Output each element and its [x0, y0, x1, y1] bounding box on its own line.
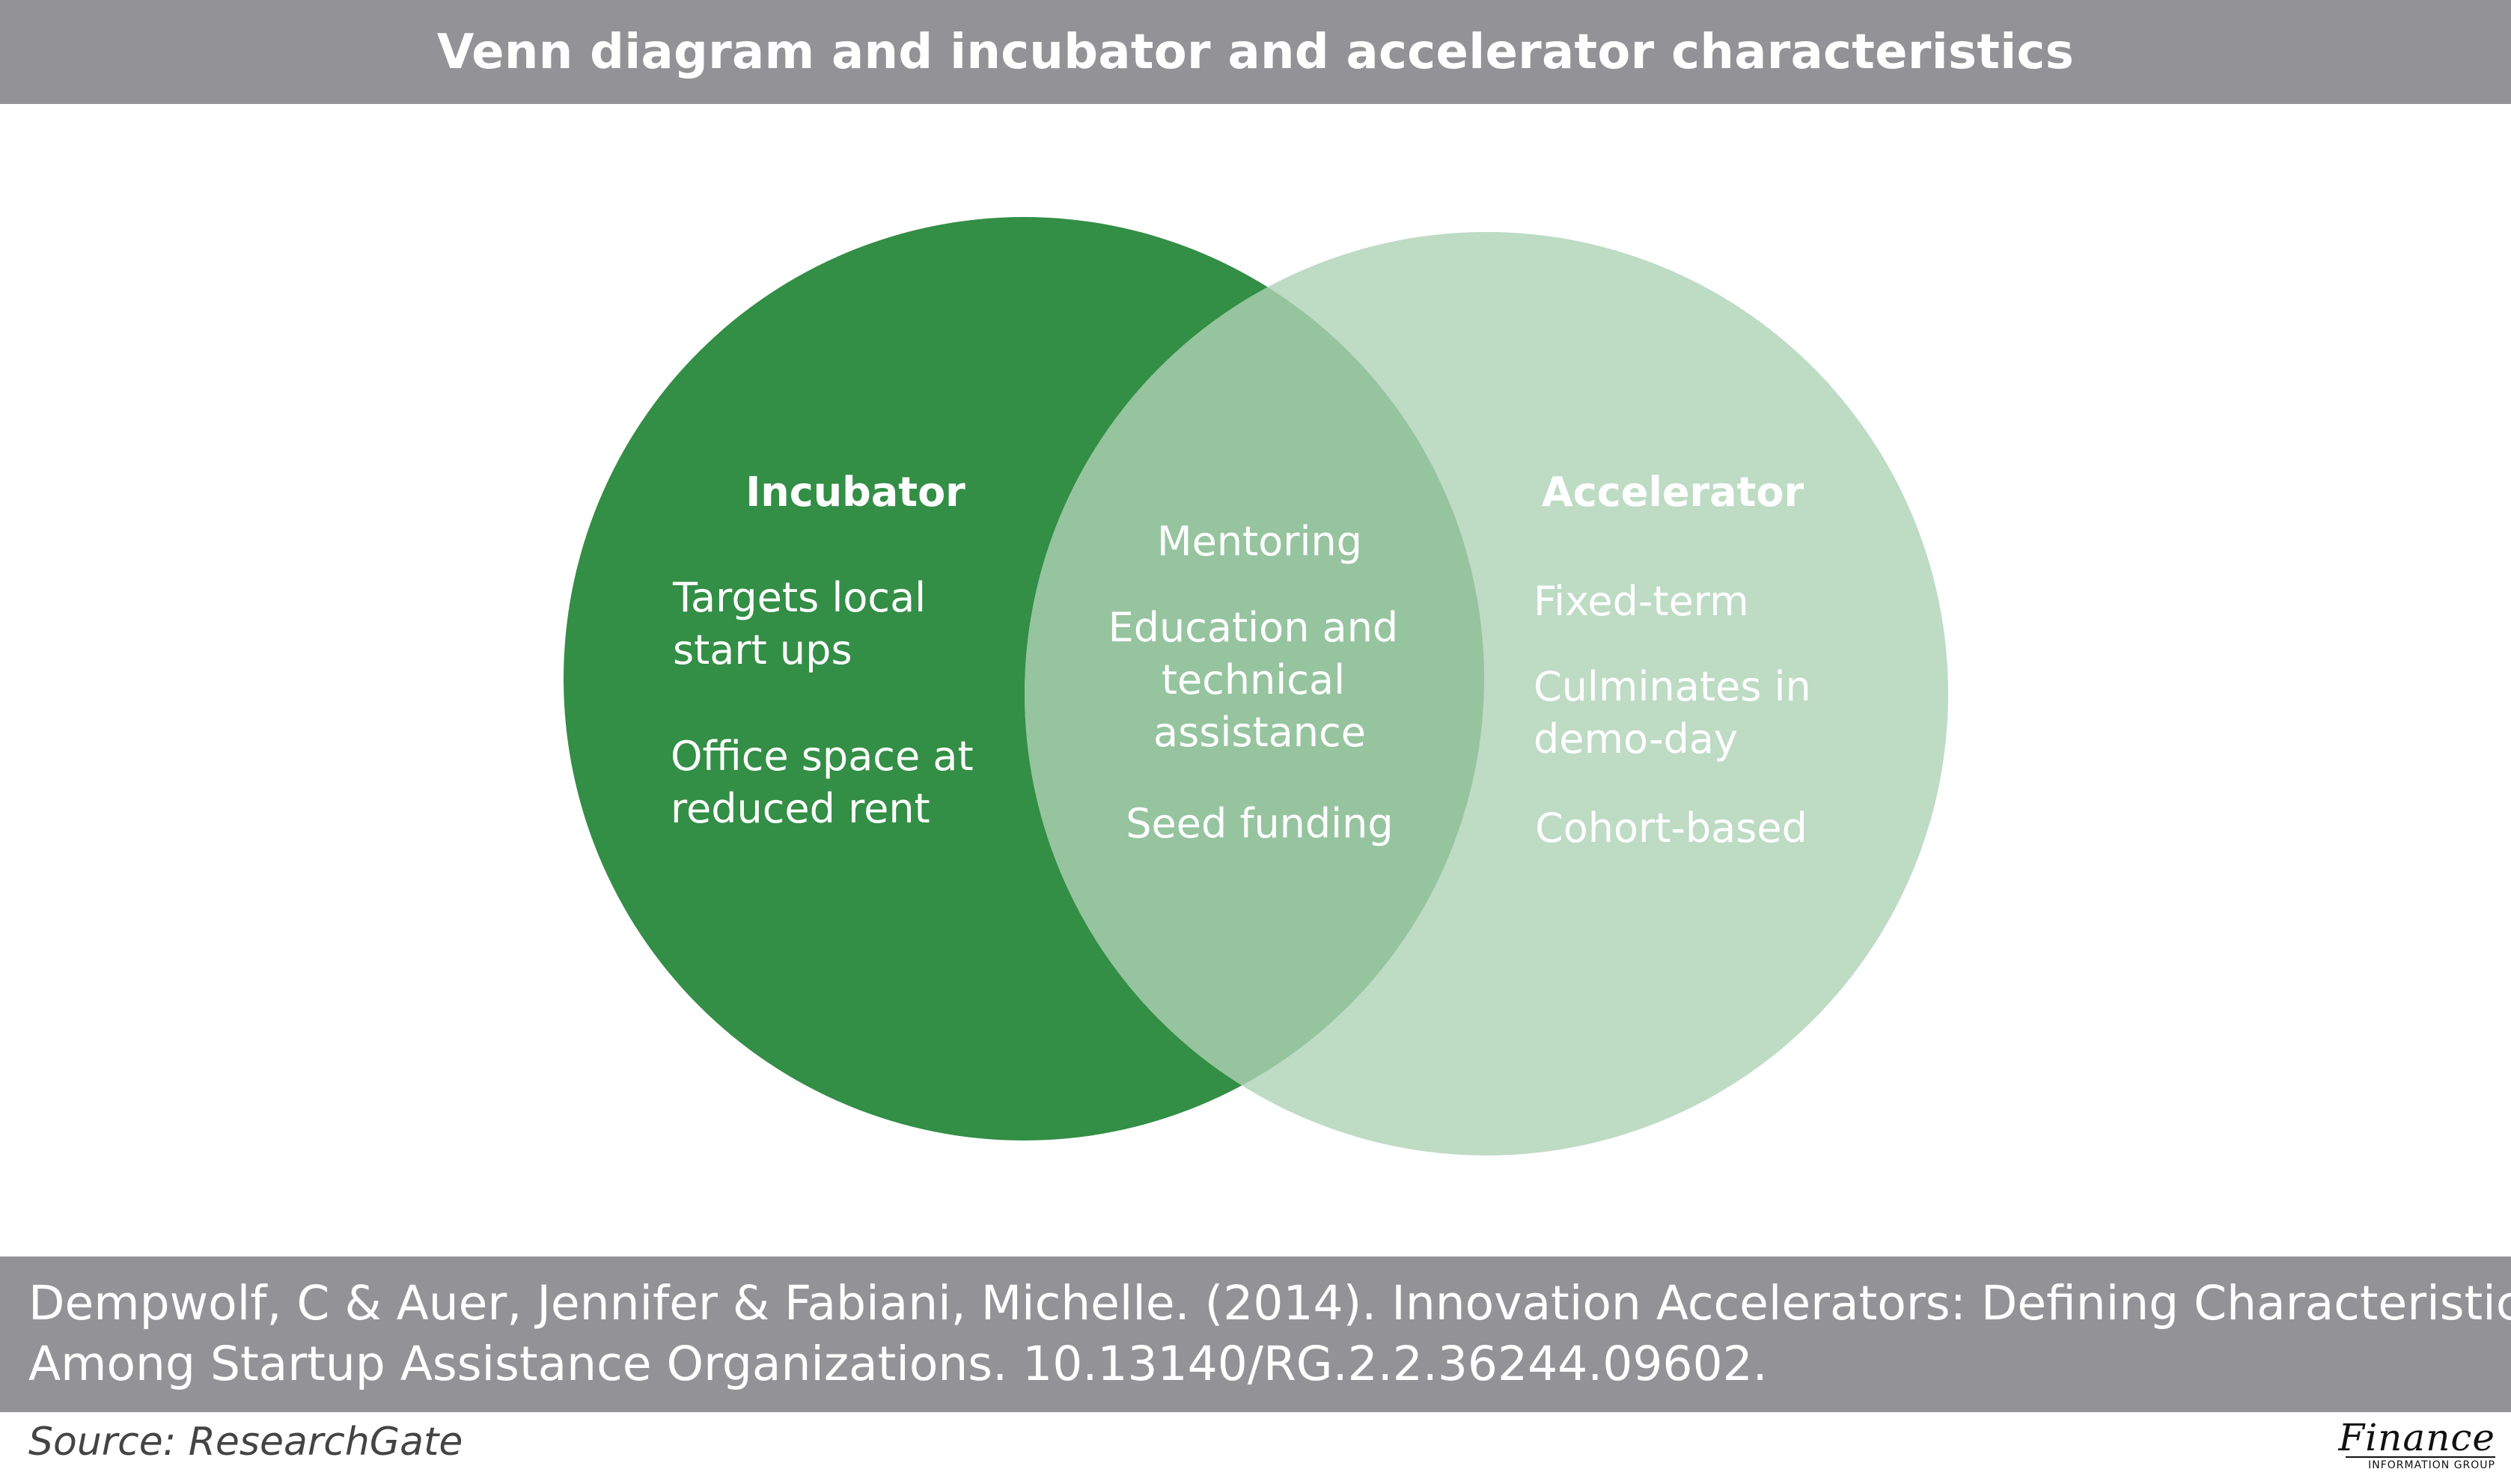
- incubator-item-office-line1: Office space at: [671, 733, 974, 780]
- logo-subtitle: INFORMATION GROUP: [2368, 1459, 2495, 1471]
- citation-line-2: Among Startup Assistance Organizations. …: [28, 1337, 1768, 1391]
- overlap-region: [1025, 232, 1484, 1141]
- finance-logo: Finance INFORMATION GROUP: [2326, 1416, 2495, 1471]
- accelerator-item-cohort: Cohort-based: [1535, 804, 1807, 852]
- overlap-item-education: Education and technical assistance: [1108, 604, 1412, 756]
- accelerator-item-culminates: Culminates in demo-day: [1534, 663, 1824, 763]
- citation-bar: Dempwolf, C & Auer, Jennifer & Fabiani, …: [0, 1256, 2511, 1412]
- source-note: Source: ResearchGate: [28, 1420, 463, 1465]
- logo-wordmark: Finance: [2338, 1416, 2495, 1459]
- citation-line-1: Dempwolf, C & Auer, Jennifer & Fabiani, …: [28, 1276, 2511, 1331]
- incubator-item-targets-line1: Targets local: [672, 574, 926, 621]
- incubator-item-targets: Targets local start ups: [672, 574, 939, 674]
- overlap-item-education-line2: technical: [1162, 656, 1345, 703]
- accelerator-item-culminates-line1: Culminates in: [1534, 663, 1811, 710]
- title-bar: Venn diagram and incubator and accelerat…: [0, 0, 2511, 104]
- overlap-item-mentoring: Mentoring: [1157, 518, 1362, 565]
- incubator-item-targets-line2: start ups: [673, 626, 852, 674]
- overlap-item-seed: Seed funding: [1126, 800, 1393, 847]
- accelerator-label: Accelerator: [1542, 468, 1804, 516]
- logo-rule: [2346, 1456, 2495, 1458]
- accelerator-item-fixed: Fixed-term: [1534, 578, 1749, 625]
- incubator-item-office-line2: reduced rent: [671, 785, 930, 832]
- overlap-item-education-line1: Education and: [1108, 604, 1399, 651]
- incubator-label: Incubator: [745, 468, 965, 516]
- overlap-item-education-line3: assistance: [1153, 709, 1366, 756]
- accelerator-item-culminates-line2: demo-day: [1534, 715, 1738, 763]
- diagram-title: Venn diagram and incubator and accelerat…: [436, 24, 2075, 80]
- incubator-item-office: Office space at reduced rent: [671, 733, 986, 832]
